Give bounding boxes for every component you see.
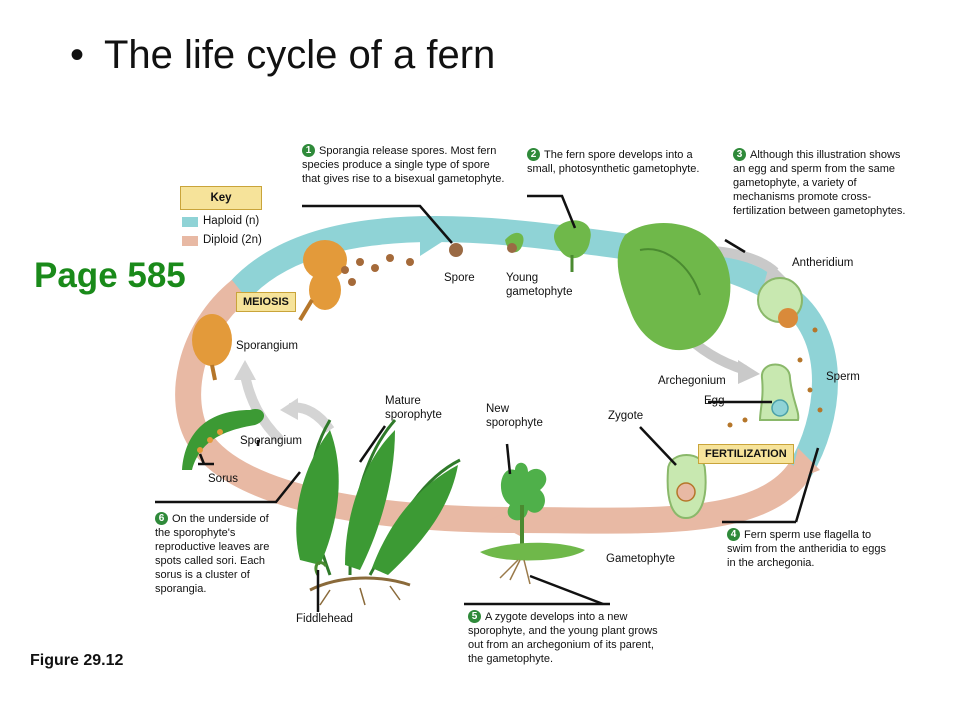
antheridium-label: Antheridium — [792, 257, 854, 269]
antheridium-illustration — [757, 277, 803, 328]
step-2-text: The fern spore develops into a small, ph… — [527, 149, 700, 175]
fertile-leaf-illustration — [182, 408, 265, 470]
gray-arrow-head-4 — [280, 398, 298, 420]
sporangium-label-top: Sporangium — [236, 340, 299, 352]
key-box: Key — [180, 186, 262, 210]
sperm-dots — [727, 327, 823, 428]
archegonium-illustration — [758, 363, 800, 421]
gametophyte-label: Gametophyte — [606, 553, 676, 565]
diploid-swatch — [182, 236, 198, 246]
meiosis-tag: MEIOSIS — [236, 292, 296, 312]
title-bullet: • — [70, 33, 85, 77]
step-3-text: Although this illustration shows an egg … — [733, 149, 906, 217]
step-6-number: 6 — [155, 512, 168, 525]
step-1-text: Sporangia release spores. Most fern spec… — [302, 145, 505, 185]
fertilization-tag: FERTILIZATION — [698, 444, 794, 464]
slide-title: The life cycle of a fern — [104, 33, 496, 77]
sporangium-label-leaf: Sporangium — [240, 435, 303, 447]
step-2-number: 2 — [527, 148, 540, 161]
zygote-label: Zygote — [608, 410, 644, 422]
page-reference: Page 585 — [34, 256, 186, 295]
fertilization-arrow-head — [790, 448, 820, 482]
gray-arrow-to-sporangium — [240, 373, 284, 444]
sorus-label: Sorus — [208, 473, 239, 485]
step-4-text: Fern sperm use flagella to swim from the… — [727, 529, 886, 569]
fiddlehead-label: Fiddlehead — [296, 613, 353, 625]
young-gametophyte-label: Young gametophyte — [506, 272, 573, 298]
releasing-sporangium-illustration — [298, 240, 347, 322]
mature-gametophyte-illustration — [617, 223, 731, 351]
haploid-arrow-head — [420, 222, 448, 256]
single-spore-illustration — [449, 243, 463, 257]
gray-arrow-head-3 — [234, 360, 256, 380]
egg-label: Egg — [704, 395, 725, 407]
haploid-swatch — [182, 217, 198, 227]
step-4-number: 4 — [727, 528, 740, 541]
mature-sporophyte-illustration — [296, 419, 461, 606]
young-gametophyte-illustration — [505, 232, 524, 253]
step-5-number: 5 — [468, 610, 481, 623]
step-1-number: 1 — [302, 144, 315, 157]
archegonium-label: Archegonium — [658, 375, 726, 387]
sporangium-cluster-illustration — [192, 314, 232, 381]
new-sporophyte-illustration — [480, 462, 585, 585]
spore-label: Spore — [444, 272, 475, 284]
haploid-label: Haploid (n) — [203, 215, 260, 227]
sperm-label: Sperm — [826, 371, 860, 383]
new-sporophyte-label: New sporophyte — [486, 403, 543, 429]
step-3-number: 3 — [733, 148, 746, 161]
spores-scatter — [341, 254, 414, 286]
gray-arrow-head-2 — [738, 360, 760, 384]
zygote-illustration — [666, 454, 707, 520]
step-5-text: A zygote develops into a new sporophyte,… — [468, 611, 658, 665]
pointer-lines — [155, 194, 820, 612]
figure-label: Figure 29.12 — [30, 652, 124, 669]
diploid-label: Diploid (2n) — [203, 234, 262, 246]
mature-sporophyte-label: Mature sporophyte — [385, 395, 442, 421]
step-6-text: On the underside of the sporophyte's rep… — [155, 513, 270, 595]
small-gametophyte-illustration — [554, 220, 591, 272]
